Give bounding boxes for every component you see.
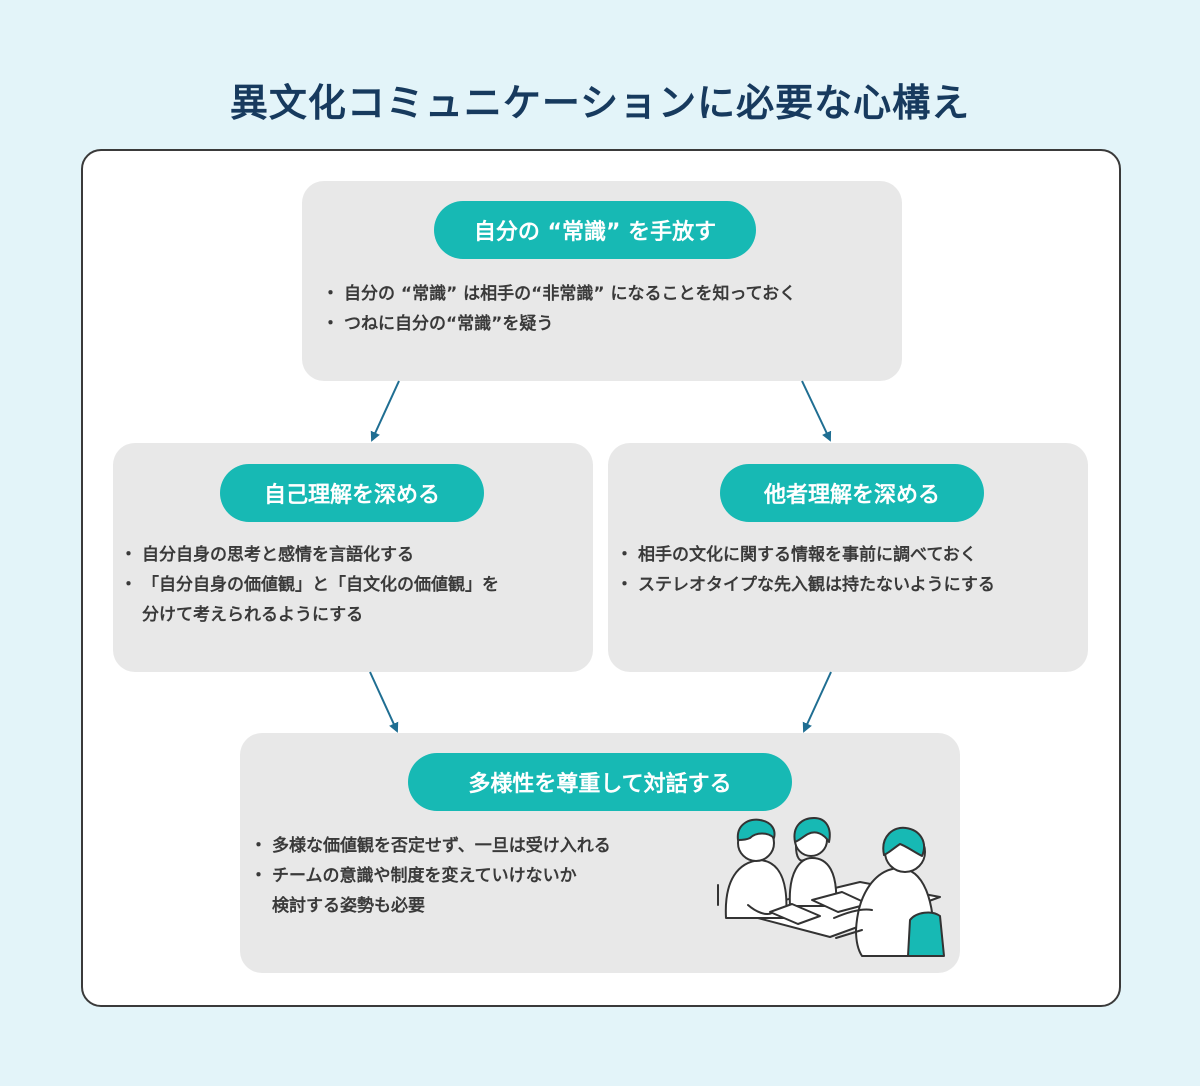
arrow-top-to-left [370,380,400,442]
node-left-heading: 自己理解を深める [220,464,484,522]
node-right-bullets: 相手の文化に関する情報を事前に調べておく ステレオタイプな先入観は持たないように… [616,540,995,600]
node-top-bullets: 自分の “常識” は相手の“非常識” になることを知っておく つねに自分の“常識… [322,279,796,339]
arrow-right-to-bottom [802,671,832,733]
list-item: 多様な価値観を否定せず、一旦は受け入れる [250,831,611,861]
list-item: つねに自分の“常識”を疑う [322,309,796,339]
arrow-left-to-bottom [369,671,399,733]
list-item: 自分自身の思考と感情を言語化する [120,540,499,570]
list-item-continuation: 分けて考えられるようにする [142,605,364,625]
node-top-heading: 自分の “常識” を手放す [434,201,756,259]
page-title: 異文化コミュニケーションに必要な心構え [229,81,971,125]
node-bottom-heading: 多様性を尊重して対話する [408,753,792,811]
list-item: チームの意識や制度を変えていけないか [250,861,611,891]
node-right-heading: 他者理解を深める [720,464,984,522]
list-item-continuation: 検討する姿勢も必要 [272,896,425,916]
arrow-top-to-right [801,380,832,442]
list-item: 相手の文化に関する情報を事前に調べておく [616,540,995,570]
node-bottom-bullets: 多様な価値観を否定せず、一旦は受け入れる チームの意識や制度を変えていけないか … [250,831,611,921]
list-item: 自分の “常識” は相手の“非常識” になることを知っておく [322,279,796,309]
list-item: ステレオタイプな先入観は持たないようにする [616,570,995,600]
node-left-bullets: 自分自身の思考と感情を言語化する 「自分自身の価値観」と「自文化の価値観」を 分… [120,540,499,630]
list-item: 「自分自身の価値観」と「自文化の価値観」を [120,570,499,600]
